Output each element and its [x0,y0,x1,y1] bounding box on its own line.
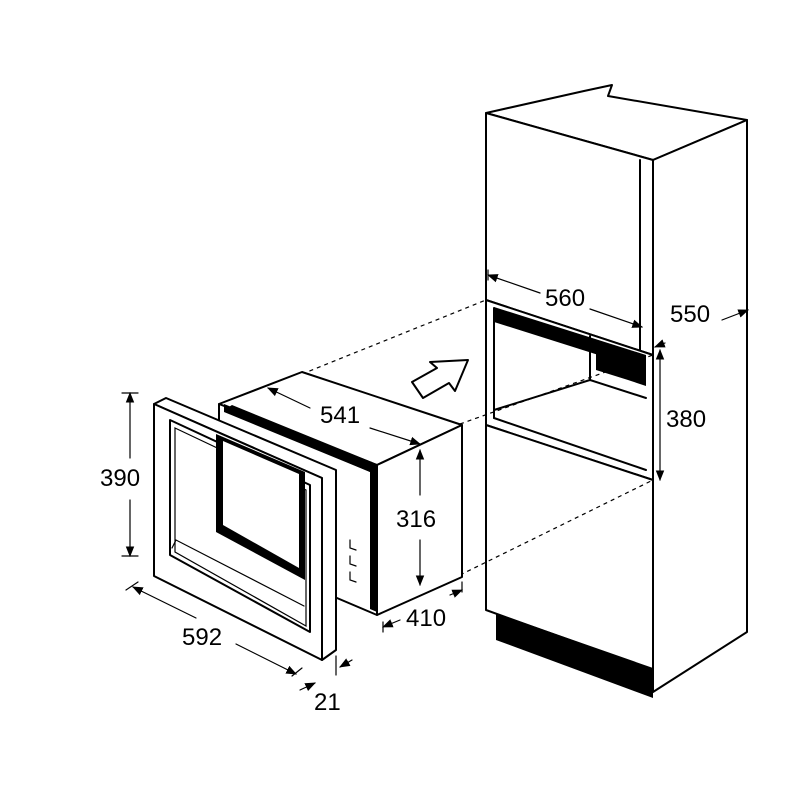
niche-width-label: 560 [545,285,585,312]
oven-height-label: 316 [396,506,436,533]
niche-height-label: 380 [666,406,706,433]
oven-unit [218,371,463,616]
frame-width-label: 592 [182,624,222,651]
frame [153,397,337,661]
oven-width-label: 541 [320,402,360,429]
control-buttons-icon [349,539,357,583]
insert-arrow-icon [411,359,469,399]
oven-depth-label: 410 [406,605,446,632]
frame-thickness-label: 21 [314,689,341,716]
dimension-labels: 560 550 380 390 592 21 541 316 410 [100,285,710,716]
dimension-lines [121,269,750,692]
cabinet [485,84,748,698]
niche-depth-label: 550 [670,301,710,328]
frame-height-label: 390 [100,465,140,492]
projection-lines [301,299,654,576]
